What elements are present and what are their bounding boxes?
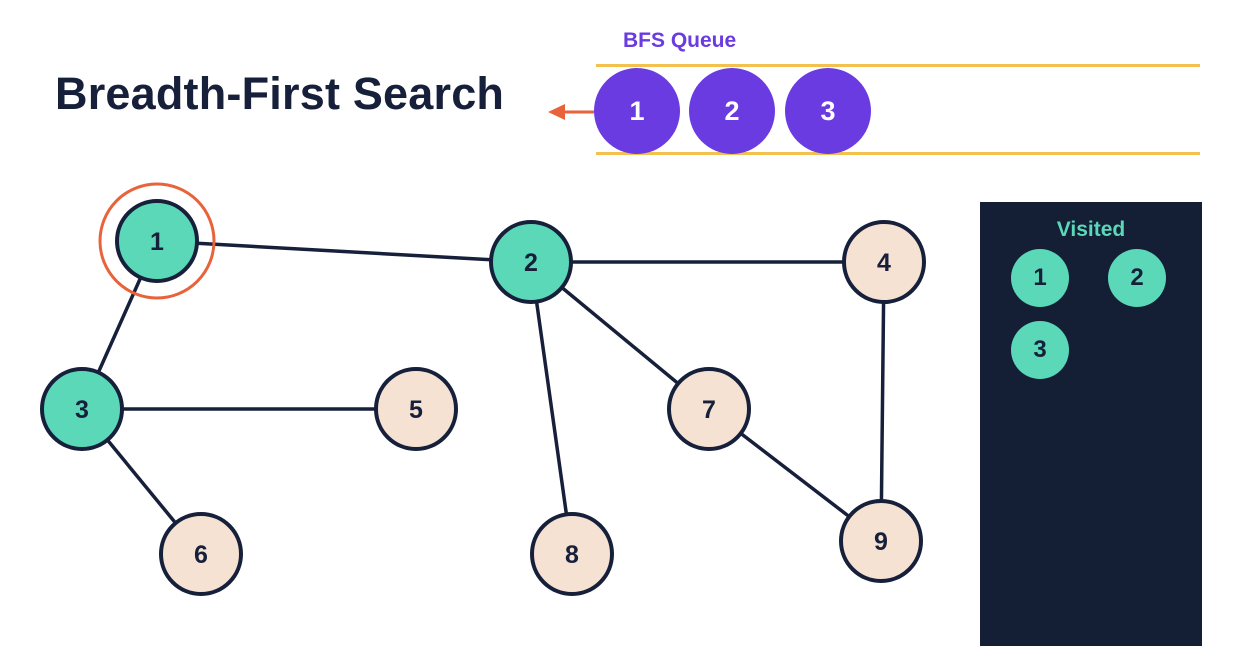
graph-diagram: 1 2 3 4 5 6 7 8 9 (40, 182, 926, 596)
node-label: 9 (874, 528, 888, 556)
node-circle (489, 220, 573, 304)
graph-node-5: 5 (374, 367, 458, 451)
node-label: 6 (194, 541, 208, 569)
graph-node-7: 7 (667, 367, 751, 451)
node-circle (530, 512, 614, 596)
dequeue-arrow-icon (548, 104, 594, 120)
visited-item: 2 (1108, 249, 1166, 307)
node-label: 1 (150, 228, 164, 256)
graph-node-2: 2 (489, 220, 573, 304)
node-circle (115, 199, 199, 283)
graph-node-3: 3 (40, 367, 124, 451)
graph-node-1: 1 (98, 182, 216, 300)
node-label: 8 (565, 541, 579, 569)
visited-label: Visited (1056, 218, 1126, 241)
graph-node-8: 8 (530, 512, 614, 596)
page-title: Breadth-First Search (55, 68, 505, 119)
queue-label: BFS Queue (623, 29, 737, 52)
edge-4-9 (879, 261, 886, 542)
node-circle (839, 499, 923, 583)
node-circle (159, 512, 243, 596)
node-label: 5 (409, 396, 423, 424)
graph-node-6: 6 (159, 512, 243, 596)
node-circle (374, 367, 458, 451)
node-label: 3 (75, 396, 89, 424)
queue-item: 2 (689, 68, 775, 154)
edge-2-8 (529, 261, 574, 555)
node-circle (842, 220, 926, 304)
node-label: 7 (702, 396, 716, 424)
visited-panel: Visited 1 2 3 (980, 202, 1202, 646)
graph-node-4: 4 (842, 220, 926, 304)
node-circle (40, 367, 124, 451)
visited-item: 1 (1011, 249, 1069, 307)
node-label: 2 (524, 249, 538, 277)
queue-item: 3 (785, 68, 871, 154)
visited-item: 3 (1011, 321, 1069, 379)
queue-top-border (596, 64, 1200, 67)
queue-bottom-border (596, 152, 1200, 155)
node-label: 4 (877, 249, 891, 277)
node-circle (667, 367, 751, 451)
current-node-ring (98, 182, 216, 300)
graph-node-9: 9 (839, 499, 923, 583)
queue-item: 1 (594, 68, 680, 154)
edge-1-2 (156, 239, 532, 264)
